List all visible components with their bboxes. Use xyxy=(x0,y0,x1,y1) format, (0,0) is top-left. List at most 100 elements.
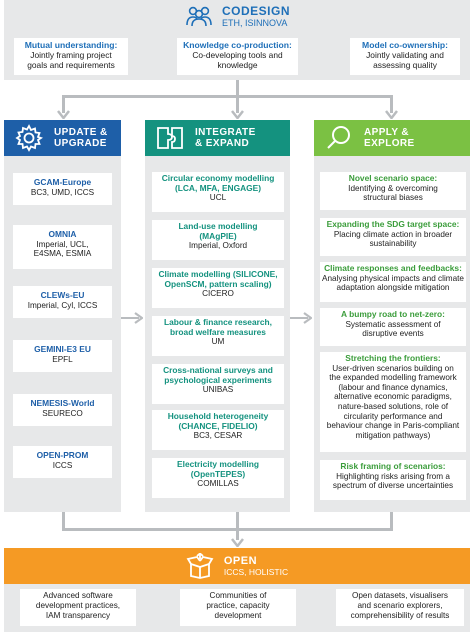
arrow-right-icon xyxy=(134,312,143,324)
codesign-header: CODESIGN ETH, ISINNOVA xyxy=(0,2,474,30)
integrate-card: Climate modelling (SILICONE,OpenSCM, pat… xyxy=(152,268,284,308)
apply-title-2: EXPLORE xyxy=(364,138,415,149)
codesign-title: CODESIGN xyxy=(221,4,290,18)
apply-card-text: alternative economic paradigms, xyxy=(334,392,452,402)
integrate-card-heading: OpenSCM, pattern scaling) xyxy=(164,278,272,289)
model-org: BC3, UMD, ICCS xyxy=(30,187,95,197)
apply-card-text: Placing climate action in broader xyxy=(333,229,453,239)
open-box-text: Open datasets, visualisers xyxy=(351,591,449,600)
model-org: E4SMA, ESMIA xyxy=(33,249,92,259)
integrate-card: Land-use modelling(MAgPIE)Imperial, Oxfo… xyxy=(152,220,284,260)
integrate-card: Electricity modelling(OpenTEPES)COMILLAS xyxy=(152,458,284,498)
apply-card-heading: Stretching the frontiers: xyxy=(345,353,441,363)
model-org: ICCS xyxy=(52,460,73,470)
apply-card-text: circularity performance and xyxy=(343,411,443,421)
model-org: SEURECO xyxy=(42,408,83,418)
open-box-text: development practices, xyxy=(35,601,121,610)
connector-line xyxy=(62,95,392,98)
update-title-1: UPDATE & xyxy=(54,127,108,138)
connector-line xyxy=(62,512,65,530)
apply-card-text: sustainability xyxy=(369,239,417,249)
people-icon xyxy=(186,6,212,27)
apply-card-heading: Expanding the SDG target space: xyxy=(326,219,460,229)
codesign-box-knowledge: Knowledge co-production: Co-developing t… xyxy=(177,38,298,75)
update-header: UPDATE & UPGRADE xyxy=(4,120,121,156)
open-box-datasets: Open datasets, visualisers and scenario … xyxy=(336,589,464,626)
integrate-card: Circular economy modelling(LCA, MFA, ENG… xyxy=(152,172,284,212)
integrate-card: Household heterogeneity(CHANCE, FIDELIO)… xyxy=(152,410,284,450)
open-title: OPEN xyxy=(223,555,258,567)
codesign-box-heading: Mutual understanding: xyxy=(24,40,118,50)
open-box-text: Communities of xyxy=(209,591,267,600)
apply-card-text: Systematic assessment of xyxy=(345,319,441,329)
arrow-down-icon xyxy=(231,110,244,119)
connector-line xyxy=(121,317,139,319)
open-box-text: and scenario explorers, xyxy=(357,601,443,610)
integrate-card-heading: Cross-national surveys and xyxy=(163,365,273,375)
integrate-card-org: Imperial, Oxford xyxy=(188,241,248,251)
integrate-card-heading: Household heterogeneity xyxy=(167,411,269,421)
integrate-card-org: BC3, CESAR xyxy=(193,431,243,441)
apply-card-text: nature-based solutions, role of xyxy=(337,401,449,411)
integrate-header: INTEGRATE & EXPAND xyxy=(145,120,290,156)
apply-card-text: spectrum of diverse uncertainties xyxy=(332,481,454,491)
apply-title-1: APPLY & xyxy=(364,127,410,138)
integrate-card-org: COMILLAS xyxy=(197,479,239,489)
model-org: EPFL xyxy=(52,354,73,364)
codesign-box-text: assessing quality xyxy=(373,60,437,70)
arrow-down-icon xyxy=(231,538,244,547)
connector-line xyxy=(390,95,393,113)
codesign-box-text: goals and requirements xyxy=(27,60,115,70)
arrow-right-icon xyxy=(303,312,312,324)
connector-line xyxy=(236,512,239,540)
open-header: OPEN ICCS, HOLISTIC xyxy=(4,548,470,584)
apply-card-heading: Novel scenario space: xyxy=(348,173,438,183)
codesign-box-text: Jointly validating and xyxy=(366,50,444,60)
apply-card: Risk framing of scenarios:Highlighting r… xyxy=(320,460,466,500)
apply-card-text: User-driven scenarios building on xyxy=(332,363,454,373)
puzzle-icon xyxy=(153,123,187,153)
integrate-title-2: & EXPAND xyxy=(195,138,250,149)
open-box-text: IAM transparency xyxy=(45,611,111,620)
model-org: Imperial, Cyl, ICCS xyxy=(27,300,98,310)
connector-line xyxy=(290,317,308,319)
integrate-card-heading: Land-use modelling xyxy=(178,221,258,231)
integrate-title-1: INTEGRATE xyxy=(195,127,256,138)
arrow-down-icon xyxy=(57,110,70,119)
codesign-box-mutual: Mutual understanding: Jointly framing pr… xyxy=(14,38,128,75)
integrate-card-heading: psychological experiments xyxy=(164,374,272,385)
apply-card-heading: Climate responses and feedbacks: xyxy=(324,263,462,273)
connector-line xyxy=(390,512,393,530)
apply-card-heading: A bumpy road to net-zero: xyxy=(341,309,445,319)
integrate-card-heading: Climate modelling (SILICONE, xyxy=(158,269,278,279)
apply-card-text: adaptation alongside mitigation xyxy=(336,283,450,293)
apply-card: Stretching the frontiers:User-driven sce… xyxy=(320,352,466,452)
model-name: GCAM-Europe xyxy=(33,177,92,187)
codesign-box-text: Co-developing tools and xyxy=(192,50,283,60)
apply-card-text: behaviour change in Paris-compliant xyxy=(326,421,460,431)
apply-card-heading: Risk framing of scenarios: xyxy=(340,461,446,471)
apply-card: Expanding the SDG target space:Placing c… xyxy=(320,218,466,256)
magnifier-icon xyxy=(322,123,356,153)
integrate-card-heading: Circular economy modelling xyxy=(161,173,275,183)
integrate-card-heading: Labour & finance research, xyxy=(164,317,272,327)
integrate-card-org: UM xyxy=(211,337,225,347)
open-box-text: practice, capacity xyxy=(206,601,270,610)
integrate-card-heading: Electricity modelling xyxy=(177,459,259,469)
integrate-card-heading: (MAgPIE) xyxy=(199,230,237,241)
open-box-software: Advanced software development practices,… xyxy=(20,589,136,626)
gear-icon xyxy=(12,123,46,153)
arrow-down-icon xyxy=(385,110,398,119)
connector-line xyxy=(236,80,239,96)
apply-card-text: Identifying & overcoming xyxy=(348,183,438,193)
connector-line xyxy=(62,528,393,531)
integrate-card-org: CICERO xyxy=(202,289,234,299)
codesign-box-text: knowledge xyxy=(217,60,258,70)
integrate-card-heading: (CHANCE, FIDELIO) xyxy=(178,420,258,431)
